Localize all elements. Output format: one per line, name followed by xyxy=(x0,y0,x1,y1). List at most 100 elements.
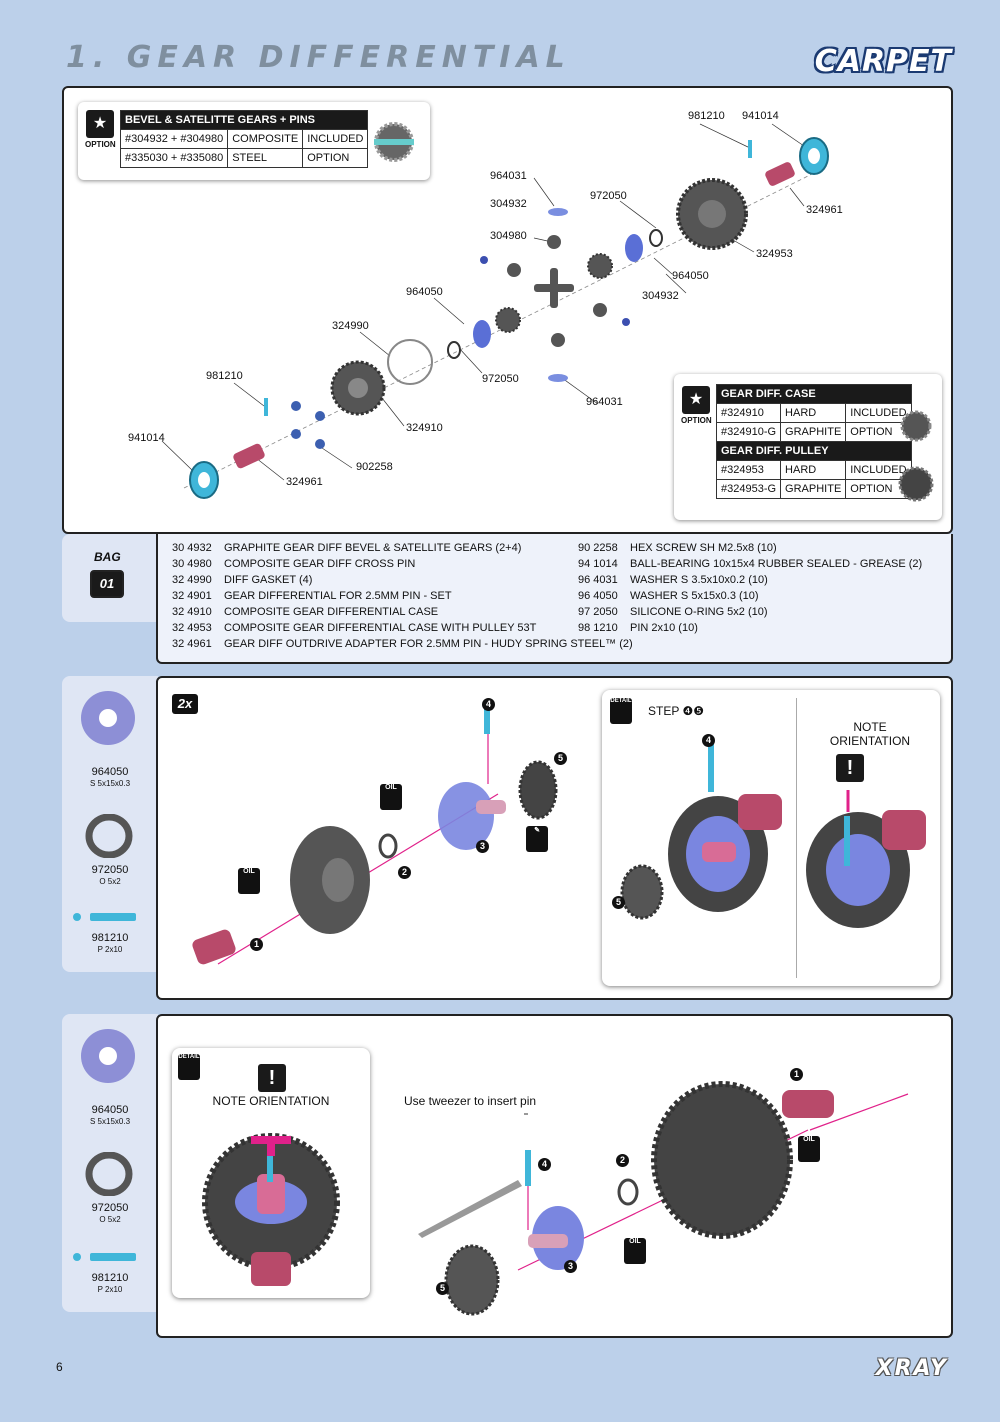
callout-324953: 324953 xyxy=(756,248,793,260)
part-description: GRAPHITE GEAR DIFF BEVEL & SATELLITE GEA… xyxy=(224,542,522,554)
o-ring-972050-image xyxy=(85,814,133,858)
thumbs-up-icon: ★ xyxy=(682,386,710,414)
option-header: GEAR DIFF. PULLEY xyxy=(716,441,912,461)
part-code: 97 2050 xyxy=(578,606,618,618)
availability: INCLUDED xyxy=(845,403,912,423)
quantity-badge: 2x xyxy=(172,694,198,714)
oil-icon: OIL xyxy=(380,784,402,810)
part-code: 98 1210 xyxy=(578,622,618,634)
step2-assembly-diagram xyxy=(418,1081,909,1316)
callout-324910: 324910 xyxy=(406,422,443,434)
part-code: 96 4031 xyxy=(578,574,618,586)
callout-981210: 981210 xyxy=(688,110,725,122)
part-description: PIN 2x10 (10) xyxy=(630,622,698,634)
option-label: OPTION xyxy=(85,140,116,149)
callout-324990: 324990 xyxy=(332,320,369,332)
exploded-view-panel: 981210 941014 964031 304932 972050 32496… xyxy=(62,86,953,534)
part-description: DIFF GASKET (4) xyxy=(224,574,313,586)
option-label: OPTION xyxy=(681,416,712,425)
part-code: 32 4961 xyxy=(172,638,212,650)
callout-304932: 304932 xyxy=(490,198,527,210)
part-number: #324910-G xyxy=(715,422,782,442)
step1-assembly-diagram xyxy=(192,704,558,965)
bag-number: 01 xyxy=(90,570,124,598)
part-description: HEX SCREW SH M2.5x8 (10) xyxy=(630,542,777,554)
option-header: BEVEL & SATELITTE GEARS + PINS xyxy=(119,110,369,130)
step-number: 4 xyxy=(482,698,495,711)
page-title: 1. GEAR DIFFERENTIAL xyxy=(66,40,571,75)
table-row: #324910 HARD INCLUDED xyxy=(715,403,912,423)
list-item: 32 4990 DIFF GASKET (4) xyxy=(172,572,633,588)
callout-964031: 964031 xyxy=(586,396,623,408)
oil-icon: OIL xyxy=(238,868,260,894)
option-table-case: GEAR DIFF. CASE #324910 HARD INCLUDED #3… xyxy=(715,384,912,499)
option-table-bevel: BEVEL & SATELITTE GEARS + PINS #304932 +… xyxy=(119,110,369,168)
callout-902258: 902258 xyxy=(356,461,393,473)
oil-icon: OIL xyxy=(798,1136,820,1162)
callout-324961: 324961 xyxy=(286,476,323,488)
list-item: 90 2258 HEX SCREW SH M2.5x8 (10) xyxy=(578,540,922,556)
part-number: #324910 xyxy=(715,403,782,423)
table-row: #335030 + #335080 STEEL OPTION xyxy=(119,148,369,168)
step-number: 5 xyxy=(554,752,567,765)
step-number: 3 xyxy=(564,1260,577,1273)
note-orientation-image xyxy=(806,790,926,928)
diff-case-image xyxy=(900,410,932,442)
washer-964050-image xyxy=(81,1029,135,1083)
list-item: 32 4961 GEAR DIFF OUTDRIVE ADAPTER FOR 2.… xyxy=(172,636,633,652)
part-code: 90 2258 xyxy=(578,542,618,554)
step2-detail-box: DETAIL ! NOTE ORIENTATION xyxy=(172,1048,370,1298)
availability: INCLUDED xyxy=(302,129,369,149)
part-description: WASHER S 5x15x0.3 (10) xyxy=(630,590,759,602)
part-code: 32 4910 xyxy=(172,606,212,618)
material: HARD xyxy=(780,460,847,480)
diff-pulley-image xyxy=(898,466,934,502)
part-number: #304932 + #304980 xyxy=(119,129,229,149)
table-row: #324953-G GRAPHITE OPTION xyxy=(715,479,912,499)
material: HARD xyxy=(780,403,847,423)
part-code: 32 4901 xyxy=(172,590,212,602)
tweezer-instruction: Use tweezer to insert pin xyxy=(404,1094,537,1108)
material: GRAPHITE xyxy=(780,479,847,499)
step-number: 3 xyxy=(476,840,489,853)
exploded-diagram xyxy=(161,123,829,499)
option-header: GEAR DIFF. CASE xyxy=(716,384,912,404)
tweezer-icon: ✎ xyxy=(526,826,548,852)
magnifier-detail-icon: DETAIL xyxy=(178,1054,200,1080)
table-row: #324910-G GRAPHITE OPTION xyxy=(715,422,912,442)
part-code: 30 4980 xyxy=(172,558,212,570)
list-item: 32 4910 COMPOSITE GEAR DIFFERENTIAL CASE xyxy=(172,604,633,620)
table-row: #324953 HARD INCLUDED xyxy=(715,460,912,480)
part-description: COMPOSITE GEAR DIFF CROSS PIN xyxy=(224,558,416,570)
part-description: COMPOSITE GEAR DIFFERENTIAL CASE xyxy=(224,606,439,618)
part-description: GEAR DIFF OUTDRIVE ADAPTER FOR 2.5MM PIN… xyxy=(224,638,633,650)
callout-304980: 304980 xyxy=(490,230,527,242)
callout-304932: 304932 xyxy=(642,290,679,302)
part-code: 32 4990 xyxy=(172,574,212,586)
callout-964050: 964050 xyxy=(406,286,443,298)
list-item: 30 4980 COMPOSITE GEAR DIFF CROSS PIN xyxy=(172,556,633,572)
callout-324961: 324961 xyxy=(806,204,843,216)
note-text: NOTE ORIENTATION xyxy=(212,1094,330,1108)
step-number: 5 xyxy=(612,896,625,909)
warning-icon: ! xyxy=(836,754,864,782)
step-number: 4 xyxy=(702,734,715,747)
pin-981210-image xyxy=(73,913,136,921)
oil-icon: OIL xyxy=(624,1238,646,1264)
step1-panel: 2x 1 2 3 4 5 OIL OIL ✎ DETAIL STEP ❹❺ NO… xyxy=(156,676,953,1000)
step-number: 2 xyxy=(398,866,411,879)
bevel-gear-set-image xyxy=(374,122,414,162)
option-box-bevel-gears: ★ OPTION BEVEL & SATELITTE GEARS + PINS … xyxy=(78,102,430,180)
surface-logo: CARPET xyxy=(814,44,952,79)
